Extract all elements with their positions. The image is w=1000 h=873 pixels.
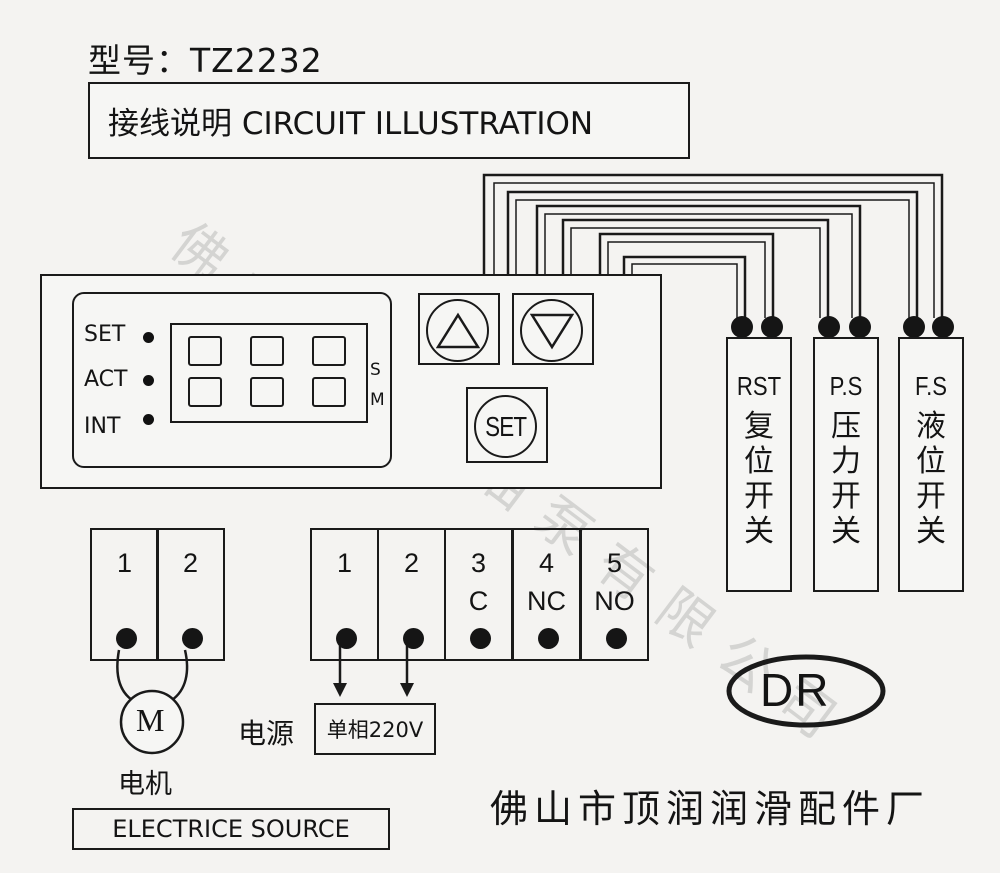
- digit-segment: [250, 336, 284, 366]
- motor-label: 电机: [118, 769, 172, 800]
- wire-rst-1: [622, 255, 747, 318]
- display-panel: [72, 292, 392, 468]
- power-terminal-5: 5 NO: [580, 528, 649, 661]
- switch-terminal-dots: [731, 316, 954, 338]
- power-terminal-3: 3 C: [444, 528, 513, 661]
- switch-code: RST: [736, 371, 782, 401]
- title-box: 接线说明 CIRCUIT ILLUSTRATION: [88, 82, 690, 159]
- wire-rst-2: [598, 232, 775, 318]
- down-button[interactable]: [512, 293, 594, 365]
- switch-name: 复位开关: [744, 409, 774, 549]
- mode-m-label: M: [370, 390, 385, 410]
- led-label-set: SET: [84, 322, 126, 347]
- terminal-screw: [116, 628, 137, 649]
- motor-symbol: M: [136, 702, 165, 738]
- switch-name: 液位开关: [916, 409, 946, 549]
- motor-circle: [119, 689, 185, 755]
- title-text: 接线说明 CIRCUIT ILLUSTRATION: [108, 106, 594, 142]
- electric-source-text: ELECTRICE SOURCE: [112, 815, 350, 843]
- power-terminal-4: 4 NC: [512, 528, 581, 661]
- digit-segment: [312, 336, 346, 366]
- set-button-label: SET: [484, 410, 527, 442]
- motor-terminal-2: 2: [156, 528, 225, 661]
- power-spec-text: 单相220V: [326, 718, 424, 742]
- switch-fs: F.S 液位开关: [898, 337, 964, 592]
- digit-segment: [188, 336, 222, 366]
- mode-s-label: S: [370, 360, 381, 380]
- led-set-indicator: [143, 332, 154, 343]
- power-label: 电源: [238, 717, 295, 750]
- set-button[interactable]: SET: [466, 387, 548, 463]
- terminal-screw: [606, 628, 627, 649]
- led-int-indicator: [143, 414, 154, 425]
- terminal-screw: [538, 628, 559, 649]
- model-label: 型号：TZ2232: [88, 41, 323, 80]
- power-spec-box: 单相220V: [314, 703, 436, 755]
- digit-segment: [312, 377, 346, 407]
- motor-terminal-1: 1: [90, 528, 159, 661]
- led-label-int: INT: [84, 414, 121, 439]
- digit-segment: [188, 377, 222, 407]
- wire-ps-1: [561, 218, 830, 318]
- electric-source-box: ELECTRICE SOURCE: [72, 808, 390, 850]
- logo-ellipse: [726, 654, 886, 728]
- up-button[interactable]: [418, 293, 500, 365]
- terminal-screw: [470, 628, 491, 649]
- wire-motor-1: [116, 649, 133, 702]
- power-terminal-1: 1: [310, 528, 379, 661]
- switch-code: F.S: [915, 371, 947, 401]
- wire-fs-2: [482, 173, 944, 318]
- switch-code: P.S: [829, 371, 863, 401]
- power-terminal-2: 2: [377, 528, 446, 661]
- terminal-screw: [182, 628, 203, 649]
- digit-segment: [250, 377, 284, 407]
- digit-display: [170, 323, 368, 423]
- wire-motor-2: [171, 649, 189, 702]
- switch-ps: P.S 压力开关: [813, 337, 879, 592]
- triangle-down-icon: [529, 313, 574, 349]
- terminal-screw: [336, 628, 357, 649]
- switch-name: 压力开关: [831, 409, 861, 549]
- led-label-act: ACT: [84, 367, 128, 392]
- company-logo: DR: [760, 664, 831, 716]
- switch-rst: RST 复位开关: [726, 337, 792, 592]
- wire-fs-1: [506, 190, 919, 318]
- wire-ps-2: [535, 204, 862, 318]
- terminal-screw: [403, 628, 424, 649]
- company-name: 佛山市顶润润滑配件厂: [490, 787, 931, 831]
- triangle-up-icon: [435, 312, 480, 348]
- led-act-indicator: [143, 375, 154, 386]
